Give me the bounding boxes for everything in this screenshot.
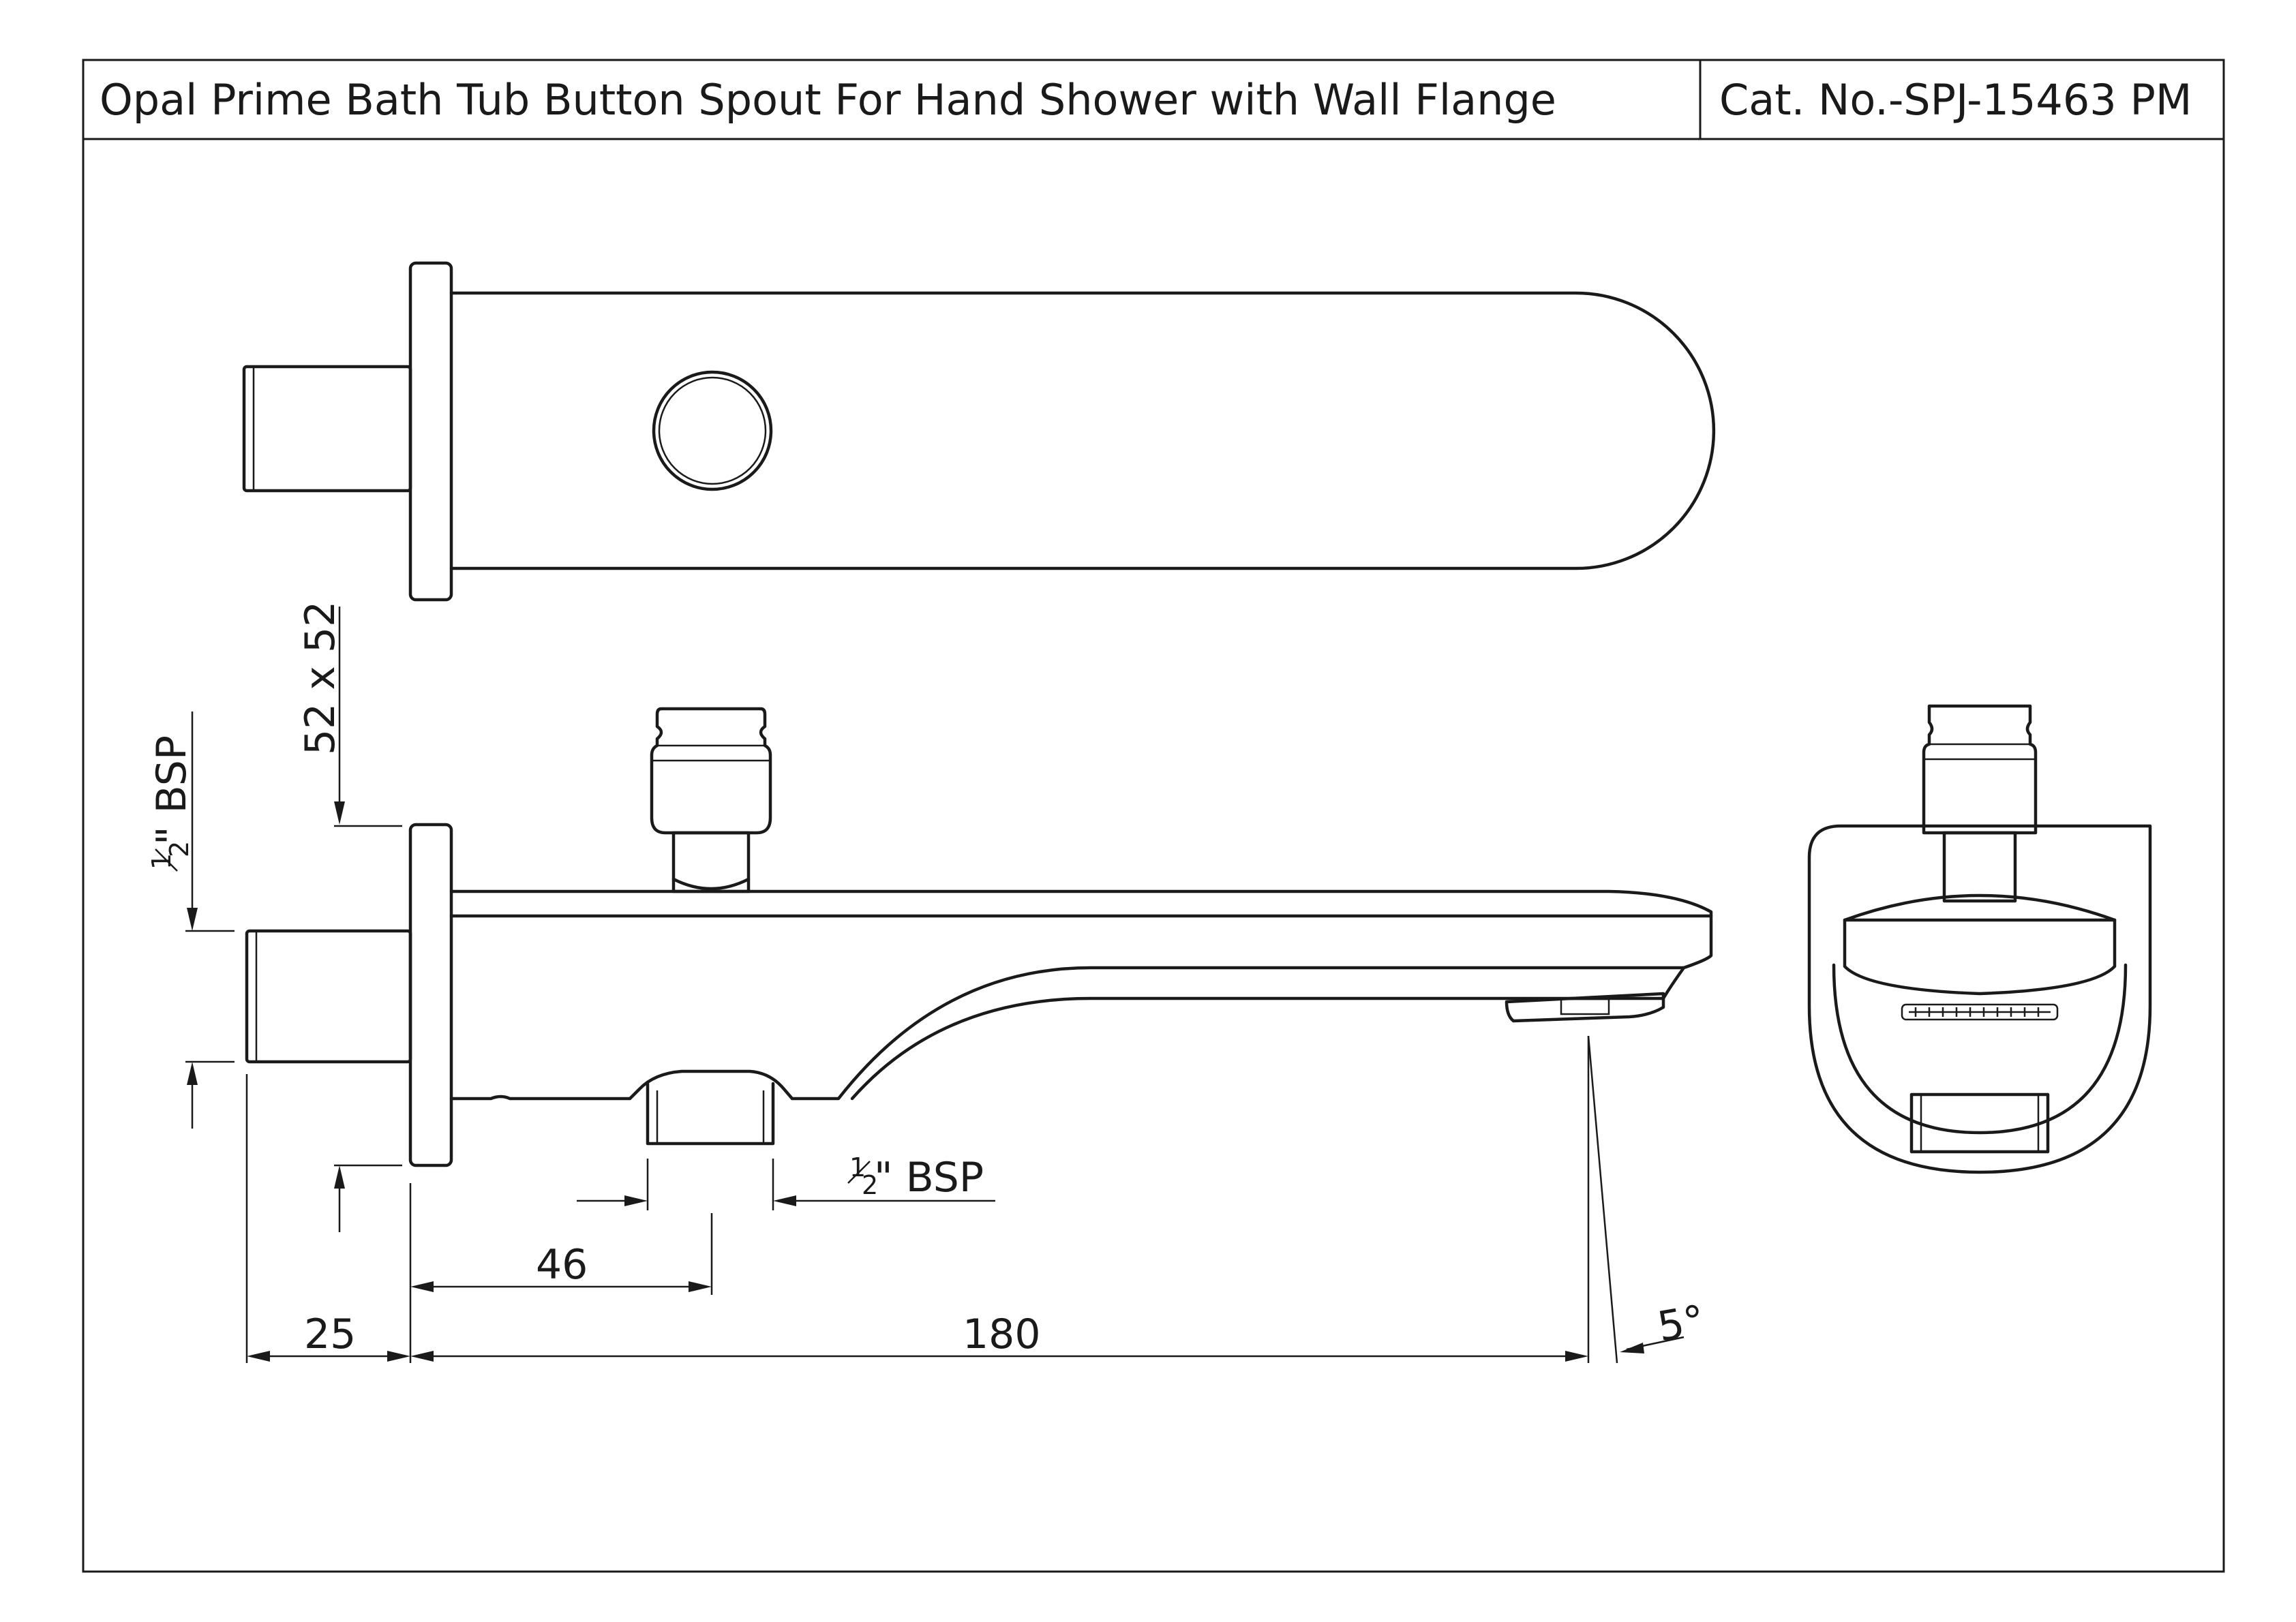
side-view: [245, 707, 1713, 1167]
top-inlet: [242, 365, 412, 493]
front-spout-face: [1843, 893, 2117, 996]
side-spout-body: [449, 889, 1713, 1101]
drawing-frame: [82, 59, 2225, 1573]
svg-text:2: 2: [862, 1170, 878, 1200]
side-diverter-knob: [650, 707, 772, 835]
inlet-thread-label: 1 2 " BSP: [147, 735, 196, 872]
front-view: [1807, 704, 2152, 1174]
top-spout-body: [449, 291, 1716, 570]
side-lower-outlet: [646, 1082, 775, 1146]
top-view: [242, 261, 1716, 602]
front-flange: [1807, 824, 2152, 1174]
outlet-thread-label: 1 2 " BSP: [847, 1152, 984, 1202]
front-knob: [1922, 704, 2038, 835]
svg-text:" BSP: " BSP: [148, 735, 196, 845]
side-aerator: [1505, 992, 1665, 1023]
side-flange: [408, 823, 453, 1167]
product-title: Opal Prime Bath Tub Button Spout For Han…: [100, 75, 1556, 125]
dimension-lines: [185, 607, 1685, 1364]
outlet-offset-label: 46: [536, 1241, 588, 1289]
inlet-length-label: 25: [304, 1311, 356, 1358]
front-lower-outlet: [1909, 1092, 2050, 1154]
top-diverter-button: [652, 370, 773, 491]
flange-size-label: 52 x 52: [297, 601, 344, 755]
front-aerator: [1901, 1003, 2059, 1021]
side-inlet: [245, 929, 412, 1064]
svg-text:2: 2: [164, 841, 194, 857]
top-flange: [408, 261, 453, 602]
spout-angle-label: 5°: [1654, 1296, 1708, 1351]
catalog-number: Cat. No.-SPJ-15463 PM: [1719, 75, 2192, 125]
svg-text:" BSP: " BSP: [874, 1154, 984, 1202]
spout-projection-label: 180: [963, 1311, 1041, 1358]
